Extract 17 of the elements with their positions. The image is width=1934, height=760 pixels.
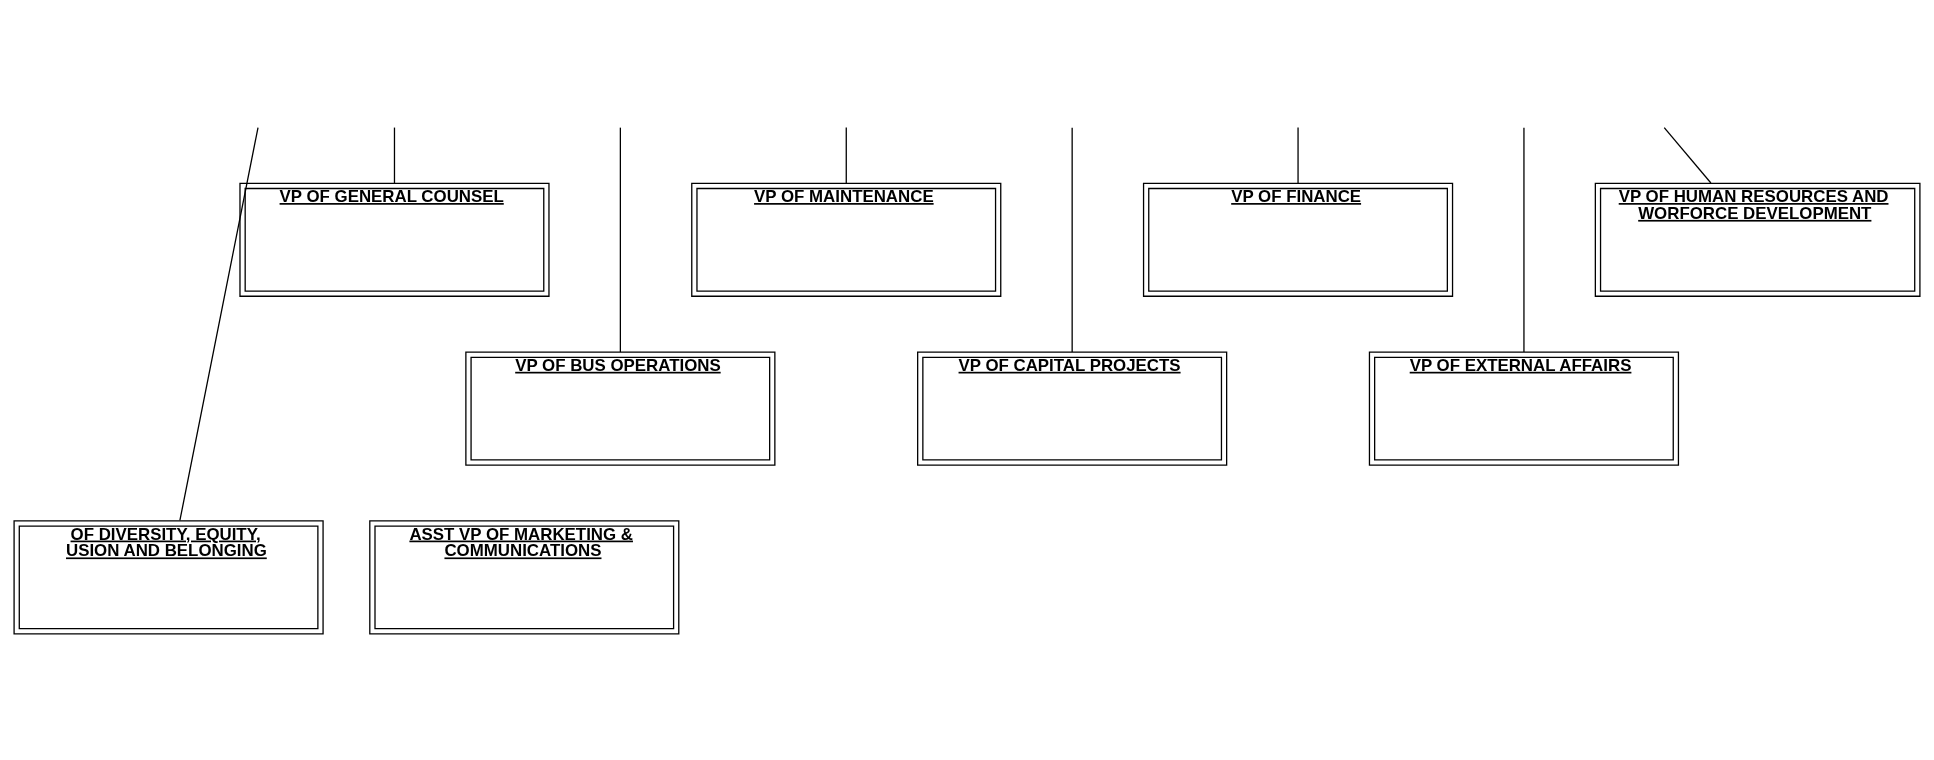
node-box: VP OF BUS OPERATIONS <box>465 351 776 466</box>
connector <box>179 126 259 522</box>
node-box: VP OF GENERAL COUNSEL <box>239 182 550 297</box>
connector <box>845 126 847 184</box>
node-box: VP OF EXTERNAL AFFAIRS <box>1368 351 1680 466</box>
node-box: VP OF CAPITAL PROJECTS <box>917 351 1228 466</box>
node-box: VP OF MAINTENANCE <box>691 182 1002 297</box>
connector <box>393 126 396 184</box>
node-box: ASST VP OF MARKETING & COMMUNICATIONS <box>369 520 680 635</box>
node-box: VP OF HUMAN RESOURCES AND WORFORCE DEVELOPMENT <box>1594 182 1921 297</box>
connector <box>619 127 621 353</box>
connector <box>1071 127 1073 353</box>
connector <box>1663 126 1712 184</box>
node-box: OF DIVERSITY, EQUITY, USION AND BELONGING <box>13 520 324 635</box>
node-box: VP OF FINANCE <box>1142 182 1454 297</box>
connector <box>1523 127 1525 353</box>
connector <box>1297 126 1299 184</box>
